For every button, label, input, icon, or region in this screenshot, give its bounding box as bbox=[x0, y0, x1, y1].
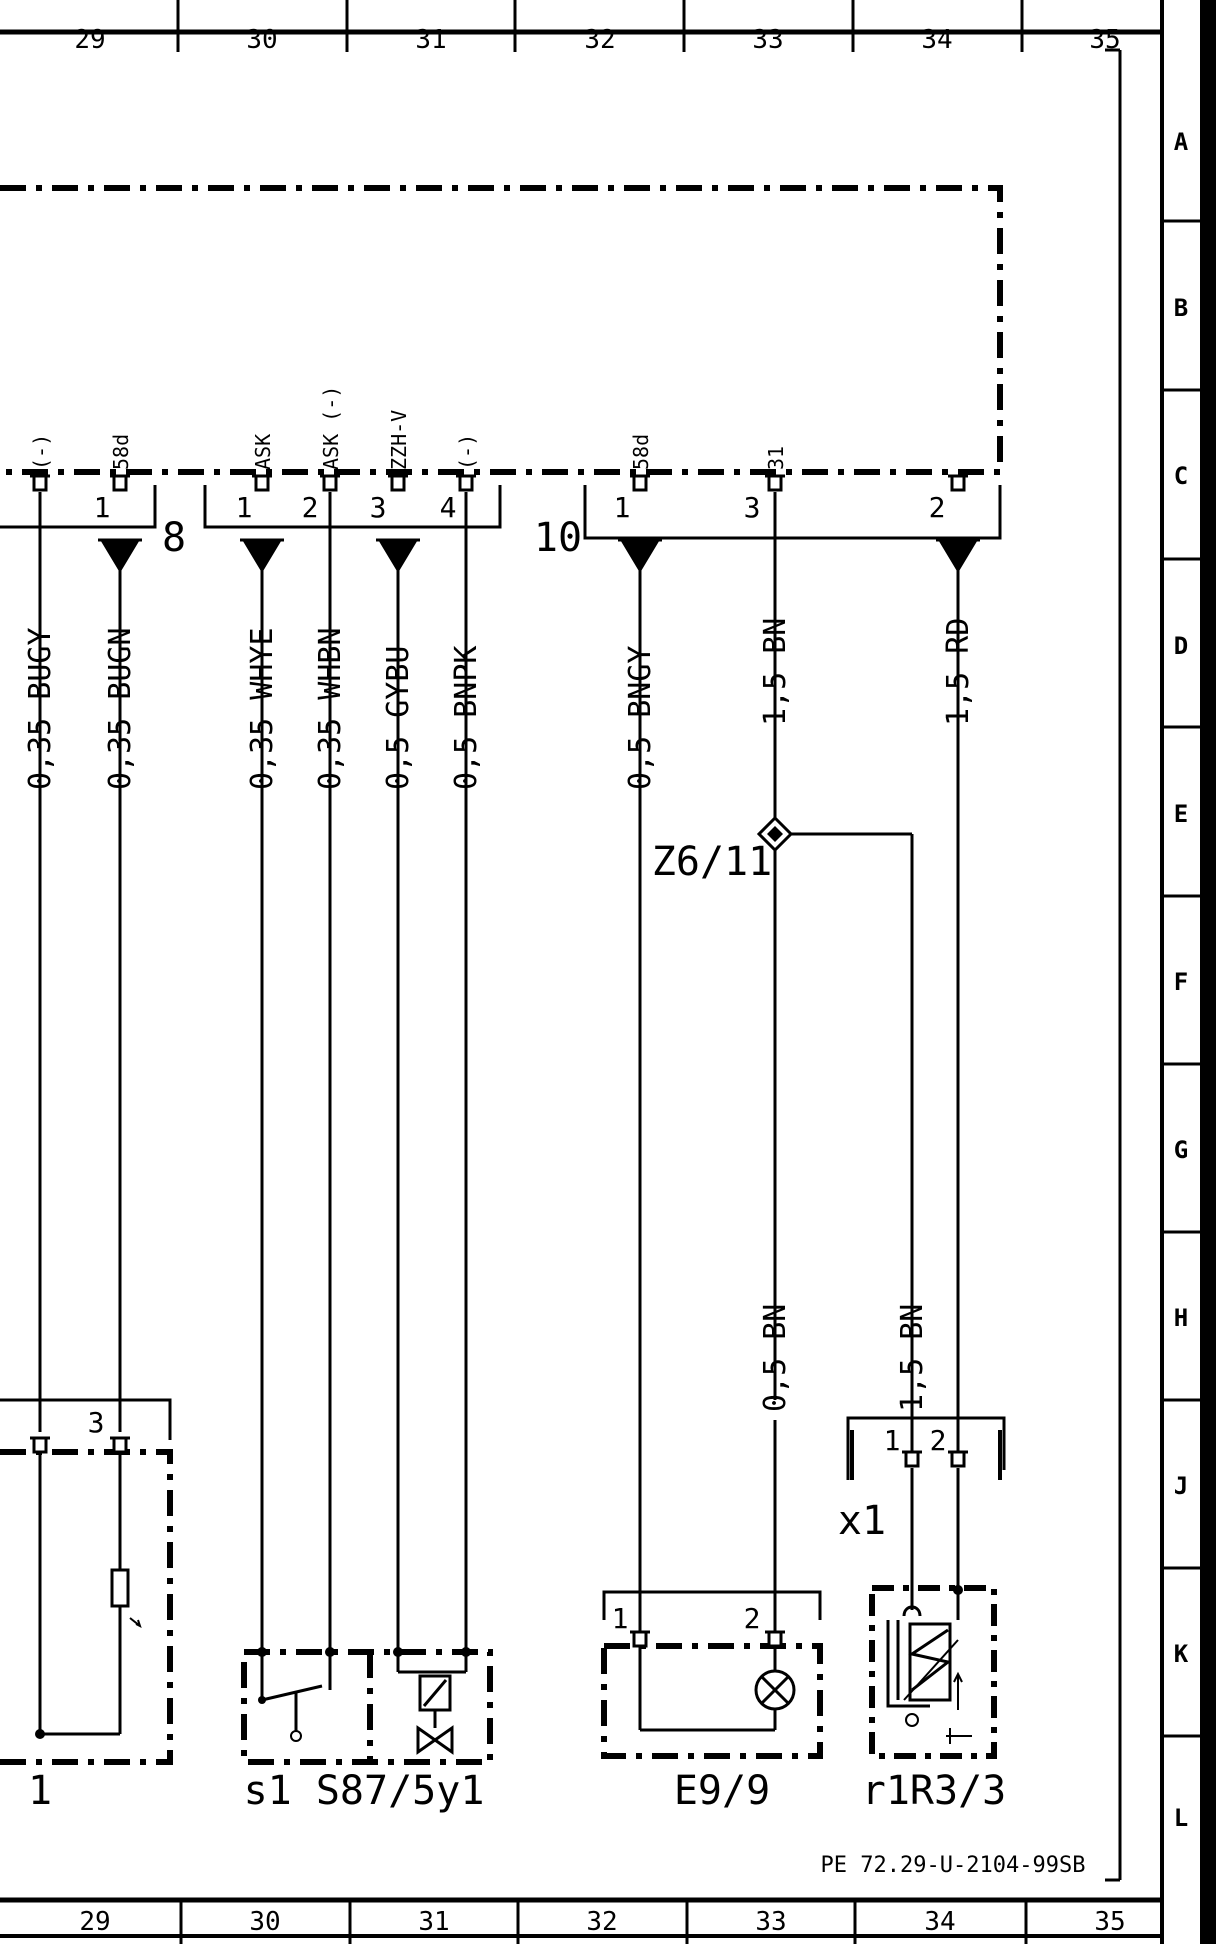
column-labels-top: 29 30 31 32 33 34 35 bbox=[74, 25, 1120, 55]
pin-number: 1 bbox=[94, 491, 111, 524]
wire-label: 0,35 BUGY bbox=[23, 627, 58, 790]
wire-label: 0,5 BNGY bbox=[623, 646, 658, 791]
column-label: 34 bbox=[921, 25, 952, 55]
pin-number: 2 bbox=[930, 1424, 947, 1457]
pin-terminals-top bbox=[30, 474, 968, 492]
column-label: 29 bbox=[79, 1907, 110, 1937]
splice-label: Z6/11 bbox=[652, 839, 772, 885]
column-label: 30 bbox=[249, 1907, 280, 1937]
wire-label: 0,5 BN bbox=[758, 1304, 793, 1412]
column-label: 34 bbox=[924, 1907, 955, 1937]
signal-label: ASK bbox=[251, 434, 275, 470]
pin-number: 2 bbox=[744, 1602, 761, 1635]
connector-8-label: 8 bbox=[162, 515, 186, 561]
signal-label: 58d bbox=[629, 434, 653, 470]
row-labels: A B C D E F G H J K L bbox=[1174, 128, 1189, 1832]
wire-labels-upper: 0,35 BUGY 0,35 BUGN 0,35 WHYE 0,35 WHBN … bbox=[23, 618, 976, 790]
column-label: 31 bbox=[418, 1907, 449, 1937]
x1-connector bbox=[846, 1416, 1006, 1480]
control-unit-boundary bbox=[0, 185, 1003, 475]
pin-number: 1 bbox=[612, 1602, 629, 1635]
pin-number: 3 bbox=[370, 491, 387, 524]
signal-label: (-) bbox=[455, 434, 479, 470]
splice-z6-11 bbox=[756, 815, 794, 853]
wire-label: 1,5 RD bbox=[941, 618, 976, 726]
pin-number: 3 bbox=[88, 1406, 105, 1439]
wire-label: 1,5 BN bbox=[895, 1304, 930, 1412]
column-label: 29 bbox=[74, 25, 105, 55]
component-label: s1 S87/5y1 bbox=[244, 1768, 485, 1814]
signal-label: ASK (-) bbox=[319, 386, 343, 470]
row-label: H bbox=[1174, 1304, 1188, 1332]
s87-component bbox=[241, 1647, 493, 1765]
component-label: r1R3/3 bbox=[862, 1768, 1007, 1814]
column-labels-bottom: 29 30 31 32 33 34 35 bbox=[79, 1907, 1125, 1937]
column-label: 32 bbox=[586, 1907, 617, 1937]
connector-x1-label: x1 bbox=[838, 1498, 886, 1544]
wire-label: 0,35 WHBN bbox=[313, 627, 348, 790]
row-label: A bbox=[1174, 128, 1189, 156]
pin-number: 3 bbox=[744, 491, 761, 524]
e99-component bbox=[601, 1420, 823, 1759]
column-label: 35 bbox=[1089, 25, 1120, 55]
connector-10-label: 10 bbox=[534, 515, 582, 561]
column-label: 31 bbox=[415, 25, 446, 55]
row-label: J bbox=[1174, 1472, 1188, 1500]
row-label: G bbox=[1174, 1136, 1188, 1164]
drawing-code: PE 72.29-U-2104-99SB bbox=[821, 1853, 1086, 1878]
pin-numbers: 1 1 2 3 4 1 3 2 bbox=[94, 491, 946, 524]
row-label: E bbox=[1174, 800, 1188, 828]
row-label: D bbox=[1174, 632, 1188, 660]
row-label: C bbox=[1174, 462, 1188, 490]
row-label: F bbox=[1174, 968, 1188, 996]
signal-labels: (-) 58d ASK ASK (-) ZZH-V (-) 58d 31 bbox=[29, 386, 788, 470]
wire-label: 0,5 GYBU bbox=[381, 646, 416, 791]
component-label: 1 bbox=[28, 1768, 52, 1814]
wire-label: 0,5 BNPK bbox=[449, 646, 484, 791]
wire-label: 0,35 WHYE bbox=[245, 627, 280, 790]
column-label: 33 bbox=[755, 1907, 786, 1937]
left-component bbox=[0, 1398, 173, 1765]
wire-arrows bbox=[98, 538, 980, 573]
row-label: B bbox=[1174, 294, 1188, 322]
signal-label: (-) bbox=[29, 434, 53, 470]
signal-label: 58d bbox=[109, 434, 133, 470]
pin-number: 1 bbox=[884, 1424, 901, 1457]
wire-label: 0,35 BUGN bbox=[103, 627, 138, 790]
pin-number: 1 bbox=[236, 491, 253, 524]
connector-brackets bbox=[0, 485, 1002, 540]
pin-number: 4 bbox=[440, 491, 457, 524]
row-label: L bbox=[1174, 1804, 1188, 1832]
column-label: 35 bbox=[1094, 1907, 1125, 1937]
column-label: 30 bbox=[246, 25, 277, 55]
row-label: K bbox=[1174, 1640, 1189, 1668]
wire-label: 1,5 BN bbox=[758, 618, 793, 726]
signal-label: 31 bbox=[764, 446, 788, 470]
column-label: 32 bbox=[584, 25, 615, 55]
signal-label: ZZH-V bbox=[387, 410, 411, 470]
pin-number: 2 bbox=[929, 491, 946, 524]
wire-labels-lower: 0,5 BN 1,5 BN bbox=[758, 1304, 930, 1412]
pin-number: 2 bbox=[302, 491, 319, 524]
component-label: E9/9 bbox=[674, 1768, 770, 1814]
wires bbox=[38, 492, 960, 1652]
r33-component bbox=[869, 1585, 997, 1759]
pin-number: 1 bbox=[614, 491, 631, 524]
column-label: 33 bbox=[752, 25, 783, 55]
